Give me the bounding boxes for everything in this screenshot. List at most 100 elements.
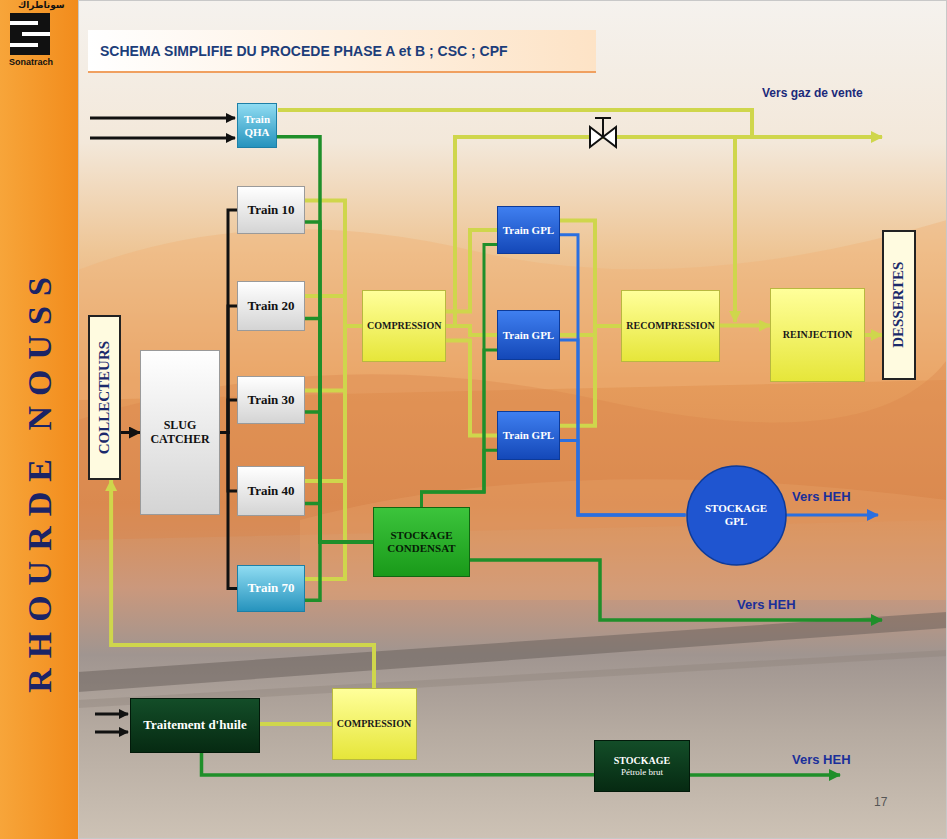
text-group: STOCKAGEPétrole brut (599, 755, 685, 777)
gpl-train-box: Train GPL (497, 411, 560, 460)
desert-photo (78, 0, 947, 839)
node-label: STOCKAGE GPL (705, 502, 768, 527)
text-group: Train GPL (502, 329, 555, 342)
flow-connector (446, 230, 497, 312)
flow-connector (220, 433, 237, 589)
flow-connector (305, 222, 373, 542)
oil-box: STOCKAGEPétrole brut (594, 740, 690, 792)
gas-line (278, 110, 752, 137)
node-label: STOCKAGE (599, 755, 685, 767)
oil-box: Traitement d'huile (130, 698, 260, 753)
site-name: RHOURDE NOUSS (21, 267, 59, 693)
gpl-train-box: Train GPL (497, 206, 560, 254)
condensate-export (470, 560, 882, 620)
node-label: Train 70 (242, 581, 300, 596)
flow-connector (446, 326, 497, 335)
node-label: COMPRESSION (337, 718, 412, 730)
flow-connector (305, 542, 373, 600)
node-subtext: Pétrole brut (599, 767, 685, 777)
flow-connector (446, 340, 497, 435)
flow-connector (865, 333, 882, 337)
text-group: REINJECTION (775, 329, 860, 341)
flow-connector (305, 296, 362, 326)
text-group: RECOMPRESSION (626, 320, 715, 332)
crude-export (690, 773, 840, 777)
flow-connector (720, 324, 770, 328)
flow-connector (305, 412, 373, 542)
flow-connector (305, 326, 362, 481)
flow-connector (220, 400, 237, 433)
flow-connector (560, 235, 686, 515)
text-group: Train QHA (242, 113, 272, 138)
text-group: Train 30 (242, 393, 300, 408)
node-label: Train 10 (242, 203, 300, 218)
text-group: DESSERTES (890, 262, 907, 348)
flow-connector (422, 244, 498, 507)
node-label: Train GPL (502, 224, 555, 237)
flow-connector (560, 340, 686, 515)
title: SCHEMA SIMPLIFIE DU PROCEDE PHASE A et B… (100, 43, 508, 59)
flow-connector (121, 431, 140, 434)
logo-stripe (22, 32, 50, 36)
node-label: Train QHA (242, 113, 272, 138)
node-label: Train 40 (242, 484, 300, 499)
feed-arrow (95, 731, 128, 734)
train-box: Train 40 (237, 466, 305, 516)
text-group: Train 70 (242, 581, 300, 596)
text-group: Train 20 (242, 299, 300, 314)
flow-label: Vers HEH (737, 597, 796, 612)
node-label: COLLECTEURS (96, 341, 113, 454)
feed-arrow (90, 137, 235, 140)
text-group: SLUG CATCHER (145, 419, 215, 447)
compression-box: RECOMPRESSION (621, 290, 720, 362)
train-box: Train 70 (237, 565, 305, 612)
bypass-line (733, 137, 737, 322)
title-rule (88, 71, 596, 73)
text-group: Train 10 (242, 203, 300, 218)
text-group: Train GPL (502, 429, 555, 442)
frame (79, 1, 947, 839)
node-label: DESSERTES (890, 262, 907, 348)
node-label: Traitement d'huile (135, 718, 255, 733)
flow-label: Vers HEH (792, 752, 851, 767)
flow-connector (560, 440, 686, 515)
compression-box: COMPRESSION (332, 688, 417, 760)
compression-box: REINJECTION (770, 288, 865, 382)
node-label: Train 20 (242, 299, 300, 314)
logo-arabic: سوناطراك (18, 0, 65, 10)
node-label: SLUG CATCHER (145, 419, 215, 447)
logo-name: Sonatrach (9, 57, 53, 67)
text-group: COMPRESSION (367, 320, 441, 332)
storage-box: STOCKAGE CONDENSAT (373, 507, 470, 577)
node-label: REINJECTION (775, 329, 860, 341)
text-group: COLLECTEURS (96, 341, 113, 454)
flow-connector (305, 200, 362, 326)
flow-connector (220, 210, 237, 433)
feed-arrow (90, 117, 235, 120)
text-group: Traitement d'huile (135, 718, 255, 733)
train-box: Train 20 (237, 281, 305, 331)
flow-label: Vers gaz de vente (762, 86, 863, 100)
title-banner (88, 30, 596, 72)
train-box: Train 10 (237, 186, 305, 234)
page-number: 17 (874, 795, 887, 809)
compression-box: COMPRESSION (362, 290, 446, 362)
node-label: Train 30 (242, 393, 300, 408)
logo-stripe (10, 21, 38, 25)
feed-arrow (95, 713, 128, 716)
logo-mark (10, 13, 50, 55)
text-group: STOCKAGE GPL (705, 502, 768, 527)
tank-shape (687, 466, 786, 565)
flow-connector (422, 350, 498, 507)
train-box: SLUG CATCHER (140, 350, 220, 515)
logo-stripe (10, 43, 38, 47)
dune (300, 479, 947, 600)
terminal-box: COLLECTEURS (88, 315, 121, 480)
lpg-export (782, 514, 878, 517)
text-group: COMPRESSION (337, 718, 412, 730)
node-label: Train GPL (502, 429, 555, 442)
flow-connector (260, 724, 332, 726)
flow-label: Vers HEH (792, 489, 851, 504)
train-box: Train 30 (237, 376, 305, 424)
